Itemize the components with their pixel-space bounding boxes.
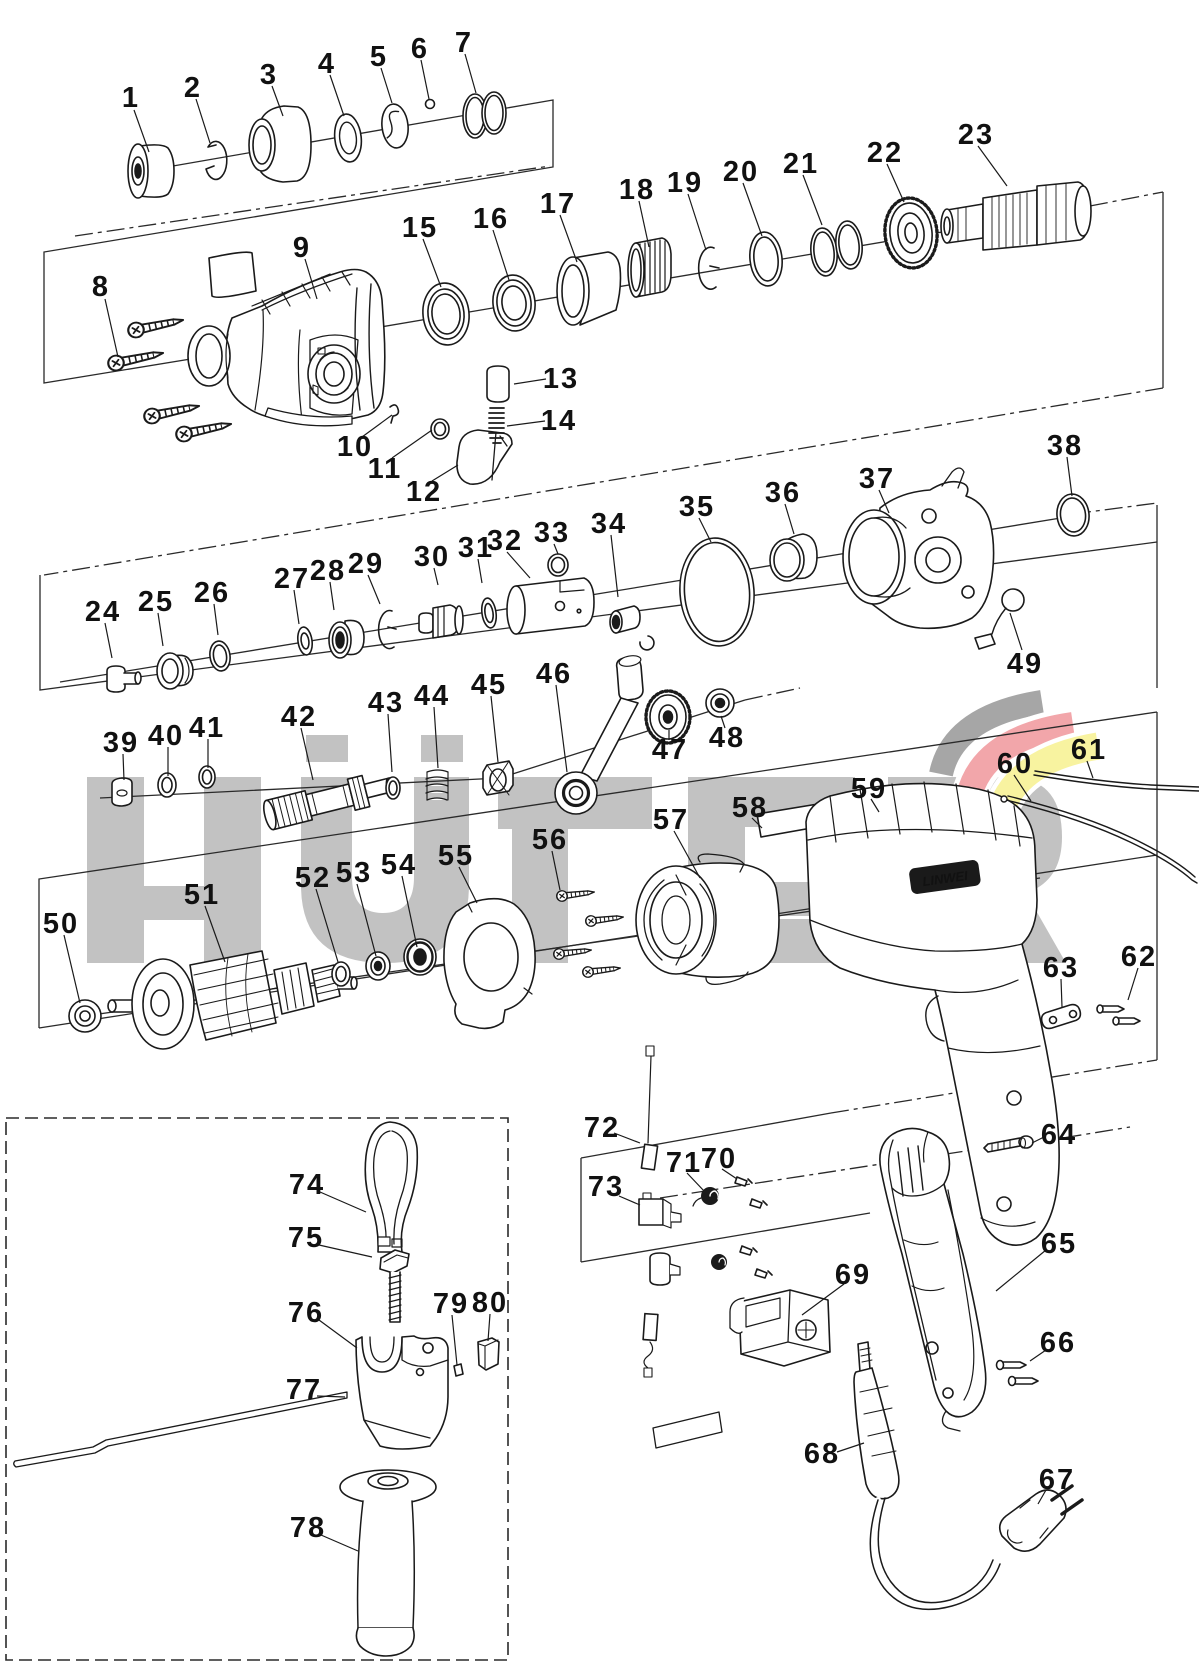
svg-text:69: 69 <box>835 1259 871 1291</box>
svg-text:50: 50 <box>43 908 79 940</box>
svg-text:56: 56 <box>532 824 568 856</box>
svg-text:33: 33 <box>534 517 570 549</box>
svg-text:71: 71 <box>666 1147 702 1179</box>
svg-text:22: 22 <box>867 137 903 169</box>
svg-text:41: 41 <box>189 712 225 744</box>
svg-text:25: 25 <box>138 586 174 618</box>
svg-text:27: 27 <box>274 563 310 595</box>
svg-text:36: 36 <box>765 477 801 509</box>
svg-text:34: 34 <box>591 508 627 540</box>
svg-text:9: 9 <box>293 232 311 264</box>
svg-text:35: 35 <box>679 491 715 523</box>
svg-text:23: 23 <box>958 119 994 151</box>
svg-text:64: 64 <box>1041 1119 1077 1151</box>
svg-text:68: 68 <box>804 1438 840 1470</box>
svg-text:31: 31 <box>458 532 494 564</box>
svg-text:49: 49 <box>1007 648 1043 680</box>
svg-text:40: 40 <box>148 720 184 752</box>
svg-text:70: 70 <box>701 1143 737 1175</box>
svg-text:55: 55 <box>438 840 474 872</box>
svg-text:63: 63 <box>1043 952 1079 984</box>
svg-text:78: 78 <box>290 1512 326 1544</box>
svg-text:52: 52 <box>295 862 331 894</box>
svg-text:58: 58 <box>732 792 768 824</box>
svg-text:14: 14 <box>541 405 577 437</box>
svg-text:39: 39 <box>103 727 139 759</box>
svg-text:15: 15 <box>402 212 438 244</box>
svg-text:51: 51 <box>184 879 220 911</box>
svg-text:53: 53 <box>336 857 372 889</box>
svg-text:48: 48 <box>709 722 745 754</box>
svg-text:28: 28 <box>310 555 346 587</box>
svg-text:66: 66 <box>1040 1327 1076 1359</box>
svg-text:30: 30 <box>414 541 450 573</box>
svg-text:37: 37 <box>859 463 895 495</box>
svg-text:67: 67 <box>1039 1464 1075 1496</box>
svg-text:38: 38 <box>1047 430 1083 462</box>
svg-text:3: 3 <box>260 59 278 91</box>
svg-text:46: 46 <box>536 658 572 690</box>
svg-text:60: 60 <box>997 748 1033 780</box>
svg-text:7: 7 <box>455 27 473 59</box>
svg-text:57: 57 <box>653 804 689 836</box>
svg-text:4: 4 <box>318 48 336 80</box>
svg-text:1: 1 <box>122 82 140 114</box>
svg-text:6: 6 <box>411 33 429 65</box>
svg-text:72: 72 <box>584 1112 620 1144</box>
svg-text:65: 65 <box>1041 1228 1077 1260</box>
svg-text:61: 61 <box>1071 734 1107 766</box>
svg-text:5: 5 <box>370 41 388 73</box>
svg-text:80: 80 <box>472 1287 508 1319</box>
svg-text:11: 11 <box>368 453 403 485</box>
svg-text:44: 44 <box>414 680 450 712</box>
svg-text:77: 77 <box>286 1374 322 1406</box>
svg-text:LINWEI: LINWEI <box>921 868 969 889</box>
svg-text:12: 12 <box>406 476 442 508</box>
svg-text:19: 19 <box>667 167 703 199</box>
svg-text:59: 59 <box>851 773 887 805</box>
svg-text:32: 32 <box>487 525 523 557</box>
svg-text:74: 74 <box>289 1169 325 1201</box>
svg-text:79: 79 <box>433 1288 469 1320</box>
svg-text:29: 29 <box>348 548 384 580</box>
svg-text:45: 45 <box>471 669 507 701</box>
svg-text:20: 20 <box>723 156 759 188</box>
svg-text:8: 8 <box>92 271 110 303</box>
svg-text:62: 62 <box>1121 941 1157 973</box>
svg-text:13: 13 <box>543 363 579 395</box>
svg-text:73: 73 <box>588 1171 624 1203</box>
svg-text:47: 47 <box>652 734 688 766</box>
svg-text:54: 54 <box>381 849 417 881</box>
svg-text:21: 21 <box>783 148 819 180</box>
svg-text:2: 2 <box>184 72 202 104</box>
svg-text:10: 10 <box>337 431 373 463</box>
svg-text:43: 43 <box>368 687 404 719</box>
svg-text:17: 17 <box>540 188 576 220</box>
svg-text:76: 76 <box>288 1297 324 1329</box>
svg-text:75: 75 <box>288 1222 324 1254</box>
svg-text:18: 18 <box>619 174 655 206</box>
svg-text:42: 42 <box>281 701 317 733</box>
svg-text:16: 16 <box>473 203 509 235</box>
svg-text:24: 24 <box>85 596 121 628</box>
svg-text:26: 26 <box>194 577 230 609</box>
